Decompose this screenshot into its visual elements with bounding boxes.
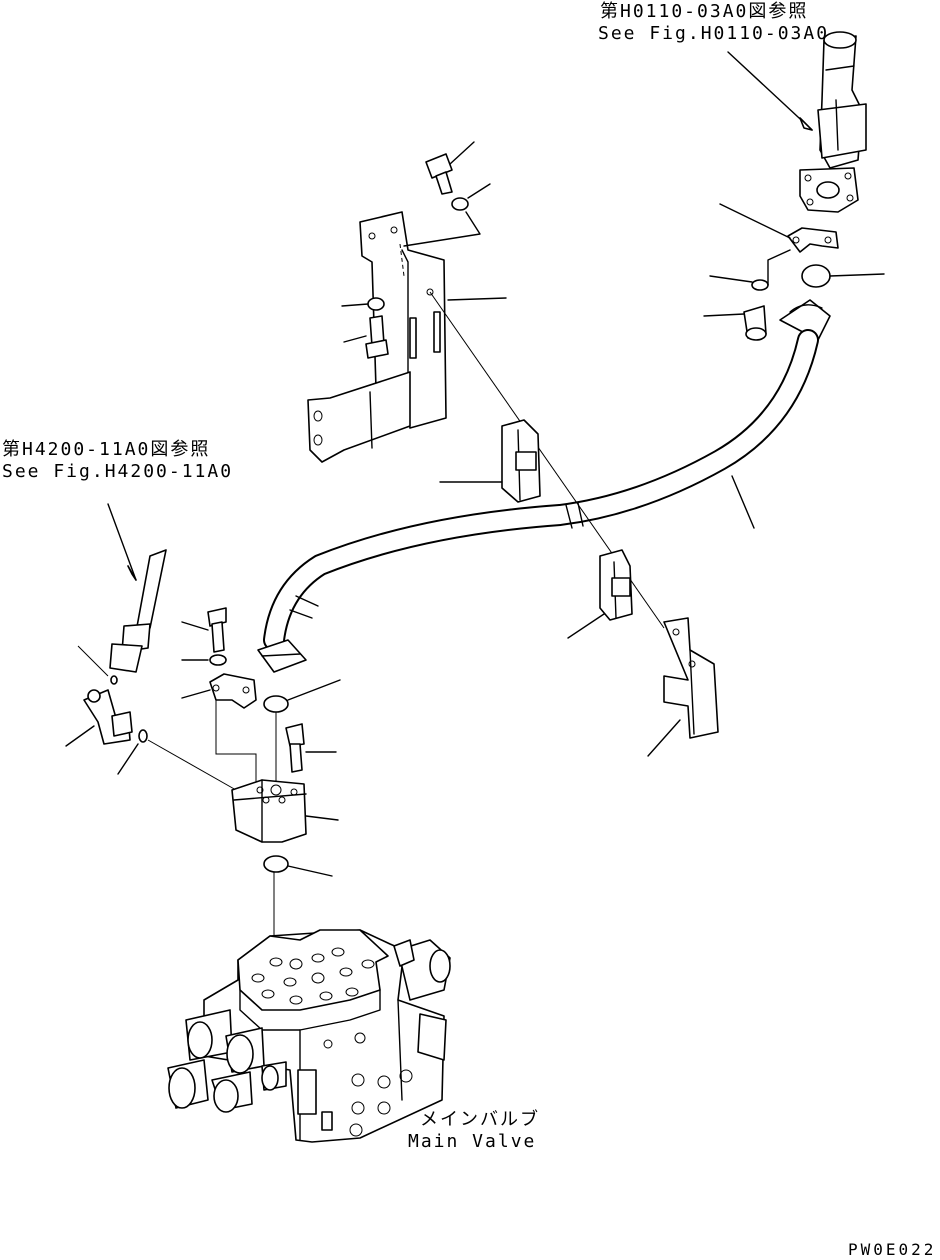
washer-top-right [751,279,769,291]
main-valve-label-jp: メインバルブ [420,1109,540,1130]
left-hose-end [109,549,167,673]
clamp-bracket-lower [663,617,719,739]
hose-clamp-lower [599,549,633,621]
o-ring-top [801,264,831,288]
o-ring-left [138,729,148,743]
hydraulic-hose [257,299,831,673]
washer-bracket-left [367,297,385,311]
split-flange-bottom [209,673,257,709]
bolt-top-right [743,305,767,341]
bolt-bracket-top [425,153,453,195]
upper-pipe-assembly [817,31,867,169]
ref-top-right-en: See Fig.H0110-03A0 [598,23,830,44]
bolt-bracket-left [365,315,389,359]
washer-bracket-top [451,197,469,211]
main-valve-label-en: Main Valve [408,1131,537,1152]
ref-leader-left [107,503,137,581]
ref-left-en: See Fig.H4200-11A0 [2,461,234,482]
ref-left-jp: 第H4200-11A0図参照 [2,439,211,460]
elbow-fitting [83,689,133,745]
o-ring-valve [263,855,289,873]
ref-leader-top-right [727,51,813,131]
ref-top-right-jp: 第H0110-03A0図参照 [600,1,809,22]
drawing-code: PW0E022 [848,1240,937,1259]
socket-bolt [285,723,305,773]
bolt-block [207,607,227,653]
mounting-bracket [307,211,447,463]
washer-block [209,654,227,666]
split-flange-top [719,203,839,253]
hose-clamp-upper [501,419,541,503]
flange-top [799,167,859,213]
o-ring-flange [263,695,289,713]
main-valve-body [167,929,451,1143]
manifold-block [231,779,307,843]
